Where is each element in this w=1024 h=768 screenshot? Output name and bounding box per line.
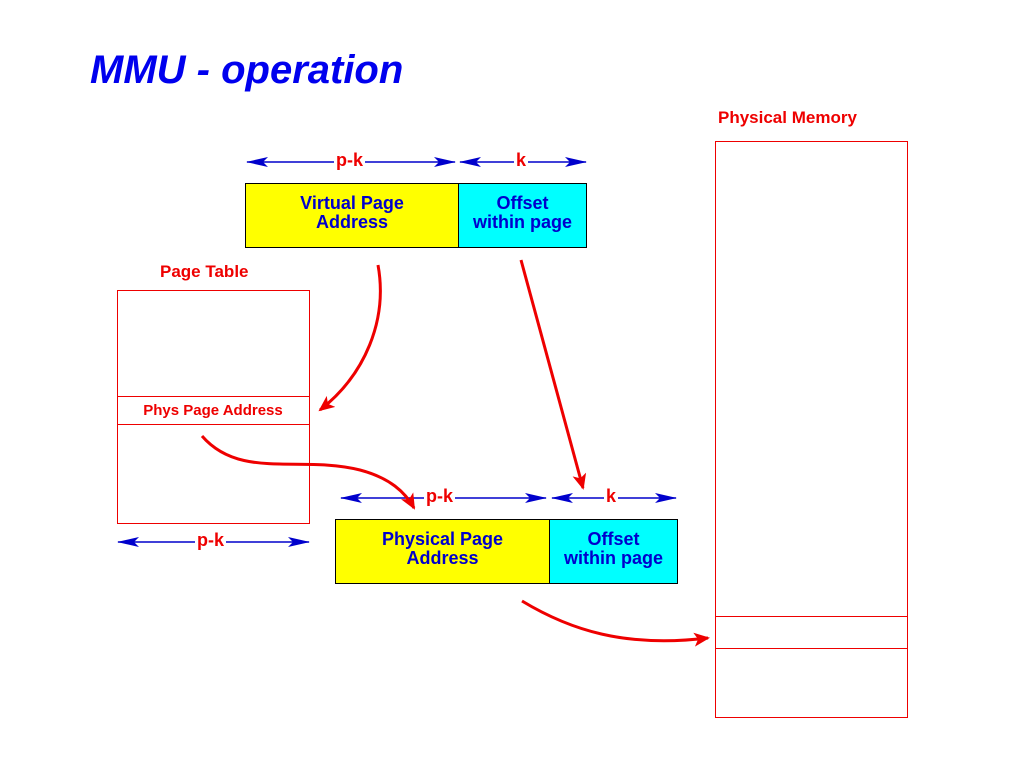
virtual-offset-label: Offset within page: [473, 192, 572, 232]
page-title: MMU - operation: [90, 48, 404, 92]
physical-page-address-field: Physical Page Address: [335, 519, 550, 584]
memory-access-arrow: [521, 599, 710, 647]
physical-memory-frame-top: [715, 616, 907, 617]
physical-offset-width-label: k: [604, 486, 619, 507]
virtual-page-address-field: Virtual Page Address: [245, 183, 459, 248]
physical-offset-field: Offset within page: [549, 519, 678, 584]
virtual-offset-width-label: k: [514, 150, 529, 171]
frame-copy-arrow: [200, 435, 416, 510]
virtual-page-address-label: Virtual Page Address: [300, 192, 404, 232]
page-table-title: Page Table: [160, 262, 249, 281]
physical-offset-label: Offset within page: [564, 528, 663, 568]
page-lookup-arrow: [318, 264, 382, 412]
physical-page-address-label: Physical Page Address: [381, 528, 504, 568]
page-table-width-label: p-k: [195, 530, 226, 551]
offset-copy-arrow: [519, 259, 587, 490]
physical-page-width-label: p-k: [424, 486, 455, 507]
page-table-entry: Phys Page Address: [117, 396, 309, 425]
virtual-page-width-label: p-k: [334, 150, 365, 171]
page-table-block: [117, 290, 310, 524]
physical-memory-title: Physical Memory: [718, 108, 857, 127]
physical-memory-block: [715, 141, 908, 718]
virtual-offset-field: Offset within page: [458, 183, 587, 248]
physical-memory-frame-bottom: [715, 648, 907, 649]
